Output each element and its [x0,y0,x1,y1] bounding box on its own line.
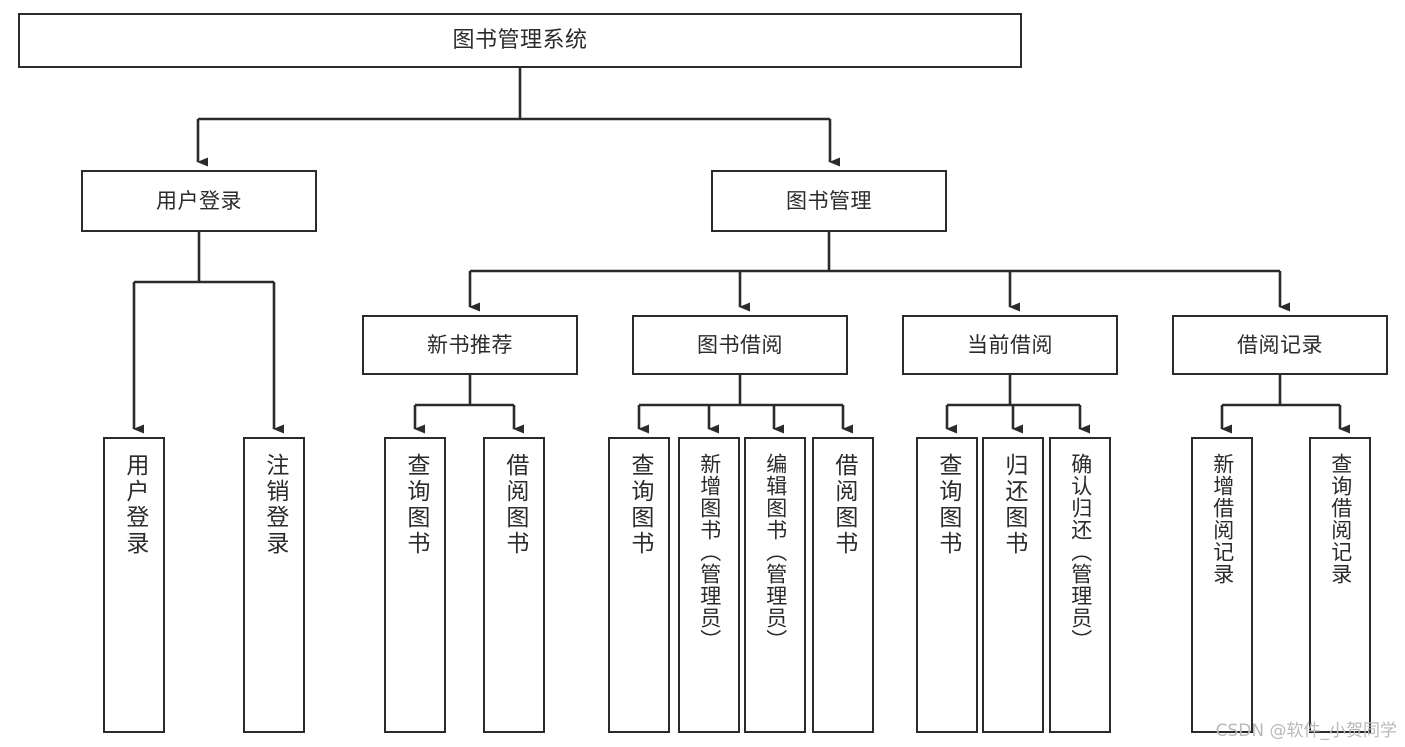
node-label: 新增图书（管理员） [697,453,722,651]
node-label: 用户登录 [121,453,148,557]
leaf-borrow-edit-book-admin[interactable]: 编辑图书（管理员） [744,437,806,733]
leaf-borrow-borrow-book[interactable]: 借阅图书 [812,437,874,733]
node-book-management[interactable]: 图书管理 [711,170,947,232]
node-label: 查询借阅记录 [1328,453,1353,585]
leaf-logout-login[interactable]: 注销登录 [243,437,305,733]
node-borrow-record[interactable]: 借阅记录 [1172,315,1388,375]
node-label: 图书管理 [786,188,872,213]
node-label: 图书管理系统 [452,27,588,53]
node-new-book-recommend[interactable]: 新书推荐 [362,315,578,375]
node-label: 确认归还（管理员） [1068,453,1093,651]
node-root-book-management-system[interactable]: 图书管理系统 [18,13,1022,68]
node-label: 借阅图书 [501,453,528,557]
node-label: 借阅记录 [1237,332,1323,357]
node-label: 查询图书 [626,453,653,557]
node-current-borrow[interactable]: 当前借阅 [902,315,1118,375]
node-label: 借阅图书 [830,453,857,557]
node-user-login[interactable]: 用户登录 [81,170,317,232]
node-label: 编辑图书（管理员） [763,453,788,651]
node-label: 当前借阅 [967,332,1053,357]
leaf-borrow-query-book[interactable]: 查询图书 [608,437,670,733]
node-label: 新增借阅记录 [1210,453,1235,585]
leaf-record-add-borrow-record[interactable]: 新增借阅记录 [1191,437,1253,733]
leaf-current-confirm-return-admin[interactable]: 确认归还（管理员） [1049,437,1111,733]
leaf-current-query-book[interactable]: 查询图书 [916,437,978,733]
leaf-user-login[interactable]: 用户登录 [103,437,165,733]
leaf-current-return-book[interactable]: 归还图书 [982,437,1044,733]
leaf-borrow-add-book-admin[interactable]: 新增图书（管理员） [678,437,740,733]
csdn-watermark: CSDN @软件_小贺同学 [1215,721,1397,741]
node-label: 查询图书 [402,453,429,557]
node-book-borrow[interactable]: 图书借阅 [632,315,848,375]
leaf-record-query-borrow-record[interactable]: 查询借阅记录 [1309,437,1371,733]
node-label: 用户登录 [156,188,242,213]
node-label: 注销登录 [261,453,288,557]
node-label: 查询图书 [934,453,961,557]
leaf-new-book-borrow-book[interactable]: 借阅图书 [483,437,545,733]
leaf-new-book-query-book[interactable]: 查询图书 [384,437,446,733]
node-label: 图书借阅 [697,332,783,357]
node-label: 新书推荐 [427,332,513,357]
node-label: 归还图书 [1000,453,1027,557]
